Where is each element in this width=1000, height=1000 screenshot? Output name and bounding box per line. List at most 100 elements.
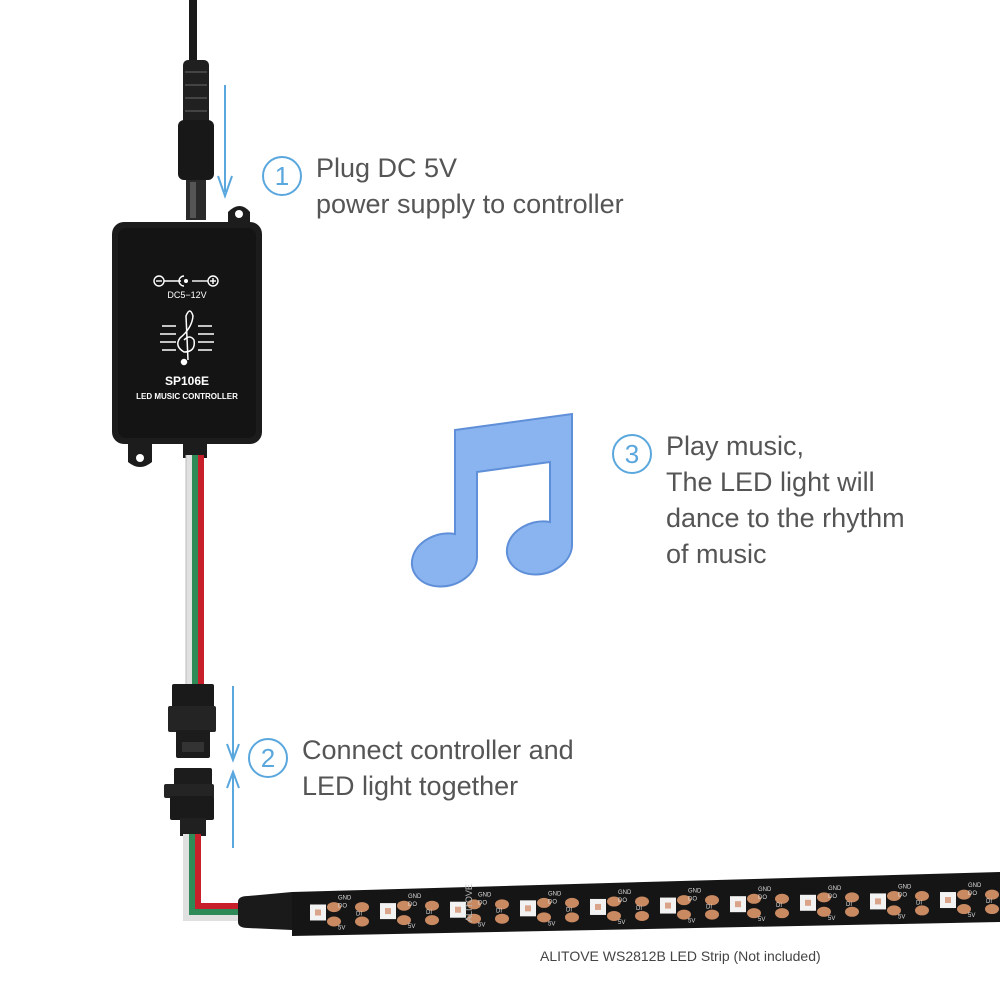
pad-label: 5V <box>968 913 975 919</box>
led-chip <box>385 908 391 915</box>
treble-clef-icon <box>160 310 214 366</box>
copper-pad <box>425 915 439 926</box>
pad-label: DI <box>846 902 852 908</box>
strip-caption: ALITOVE WS2812B LED Strip (Not included) <box>540 948 821 964</box>
connect-arrows <box>226 686 240 848</box>
led-chip <box>805 899 811 906</box>
copper-pad <box>355 916 369 927</box>
copper-pad <box>327 902 341 913</box>
copper-pad <box>495 913 509 924</box>
step-3-line-2: The LED light will <box>666 467 875 497</box>
copper-pad <box>537 912 551 923</box>
step-3-line-4: of music <box>666 539 767 569</box>
pad-label: DO <box>478 901 487 907</box>
music-note-icon <box>410 412 573 588</box>
pad-label: 5V <box>688 919 695 925</box>
copper-pad <box>887 905 901 916</box>
pad-label: DO <box>338 903 347 909</box>
step-3-text: Play music, The LED light will dance to … <box>666 428 905 572</box>
copper-pad <box>355 902 369 913</box>
copper-pad <box>775 908 789 919</box>
copper-pad <box>327 916 341 927</box>
led-strip: GND DO DI 5V GND DO DI 5V GND DO DI 5V GND DO DI 5V GND D… <box>238 872 1000 936</box>
step-1-callout: 1 Plug DC 5V power supply to controller <box>262 150 624 222</box>
step-3-number: 3 <box>612 434 652 474</box>
copper-pad <box>915 905 929 916</box>
led-chip <box>595 903 601 910</box>
step-3-line-3: dance to the rhythm <box>666 503 905 533</box>
pad-label: DO <box>968 891 977 897</box>
copper-pad <box>677 895 691 906</box>
pad-label: GND <box>688 889 702 895</box>
pad-label: 5V <box>338 925 345 931</box>
step-2-text: Connect controller and LED light togethe… <box>302 732 574 804</box>
copper-pad <box>817 892 831 903</box>
pad-label: GND <box>478 893 492 899</box>
copper-pad <box>607 896 621 907</box>
pad-label: DO <box>408 902 417 908</box>
copper-pad <box>705 909 719 920</box>
copper-pad <box>957 904 971 915</box>
copper-pad <box>845 892 859 903</box>
copper-pad <box>845 906 859 917</box>
strip-wires <box>183 834 250 921</box>
controller-voltage-label: DC5−12V <box>167 290 206 300</box>
plug-in-arrow <box>217 85 233 200</box>
pad-label: DI <box>426 910 432 916</box>
led-chip <box>875 898 881 905</box>
copper-pad <box>397 915 411 926</box>
pad-label: GND <box>758 887 772 893</box>
strip-brand: ALITOVE <box>464 884 474 922</box>
copper-pad <box>817 906 831 917</box>
pad-label: DI <box>496 909 502 915</box>
step-1-text: Plug DC 5V power supply to controller <box>316 150 624 222</box>
pad-label: 5V <box>828 916 835 922</box>
pad-label: 5V <box>548 921 555 927</box>
copper-pad <box>635 896 649 907</box>
step-2-number: 2 <box>248 738 288 778</box>
step-3-callout: 3 Play music, The LED light will dance t… <box>612 428 905 572</box>
copper-pad <box>607 910 621 921</box>
pad-label: DO <box>758 895 767 901</box>
controller-wires <box>183 444 207 685</box>
led-chip <box>945 897 951 904</box>
pad-label: DI <box>986 899 992 905</box>
copper-pad <box>887 891 901 902</box>
copper-pad <box>495 899 509 910</box>
led-chip <box>455 906 461 913</box>
copper-pad <box>705 895 719 906</box>
jst-connector-female <box>164 768 214 836</box>
pad-label: GND <box>548 891 562 897</box>
pad-label: DI <box>776 903 782 909</box>
pad-label: DO <box>898 892 907 898</box>
pad-label: DO <box>828 894 837 900</box>
copper-pad <box>985 889 999 900</box>
copper-pad <box>467 899 481 910</box>
pad-label: 5V <box>478 923 485 929</box>
pad-label: 5V <box>618 920 625 926</box>
pad-label: DO <box>548 899 557 905</box>
led-chip <box>525 905 531 912</box>
led-chip <box>315 909 321 916</box>
pad-label: GND <box>898 884 912 890</box>
controller-model: SP106E <box>165 374 209 388</box>
step-2-line-2: LED light together <box>302 771 519 801</box>
step-1-line-1: Plug DC 5V <box>316 153 458 183</box>
step-3-line-1: Play music, <box>666 431 805 461</box>
pad-label: GND <box>338 895 352 901</box>
led-chip <box>665 902 671 909</box>
copper-pad <box>957 889 971 900</box>
step-1-number: 1 <box>262 156 302 196</box>
copper-pad <box>397 900 411 911</box>
pad-label: 5V <box>758 917 765 923</box>
pad-label: GND <box>968 883 982 889</box>
pad-label: GND <box>828 886 842 892</box>
step-2-line-1: Connect controller and <box>302 735 574 765</box>
copper-pad <box>677 909 691 920</box>
music-controller-box: DC5−12V SP106E LED MUSIC CONTROLLER <box>112 206 262 467</box>
jst-connector-male <box>168 684 216 758</box>
pad-label: DI <box>916 900 922 906</box>
pad-label: GND <box>618 890 632 896</box>
dc-power-cable <box>178 0 214 220</box>
